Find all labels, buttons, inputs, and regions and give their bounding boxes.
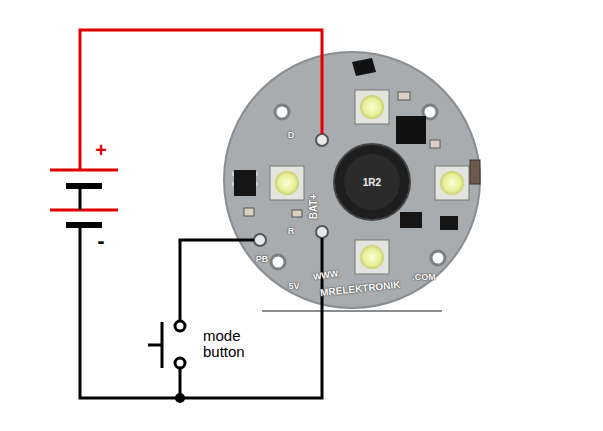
- led-driver-board: [224, 52, 480, 311]
- solder-pad: [316, 226, 328, 238]
- part-marking: 1R2: [363, 177, 381, 188]
- positive-wire: [80, 30, 322, 170]
- silkscreen-text: .COM: [412, 273, 436, 283]
- led: [270, 90, 469, 274]
- ic-chip: [396, 116, 426, 144]
- battery-symbol: [50, 170, 118, 225]
- junction-dot: [175, 393, 185, 403]
- silkscreen-mark: D: [288, 131, 295, 141]
- polarity-sign: -: [97, 229, 104, 253]
- button-label: mode button: [203, 328, 269, 361]
- button-wire: [180, 240, 254, 321]
- polarity-sign: +: [95, 139, 107, 161]
- solder-pad: [316, 134, 328, 146]
- inductor: [334, 144, 410, 220]
- solder-pad: [254, 234, 266, 246]
- silkscreen-mark: R: [288, 227, 295, 237]
- pin-name: PB: [256, 255, 269, 265]
- push-button-symbol: [148, 321, 185, 368]
- pin-name: BAT+: [309, 193, 320, 219]
- negative-wire: [80, 225, 322, 398]
- pin-name: 5V: [288, 282, 299, 292]
